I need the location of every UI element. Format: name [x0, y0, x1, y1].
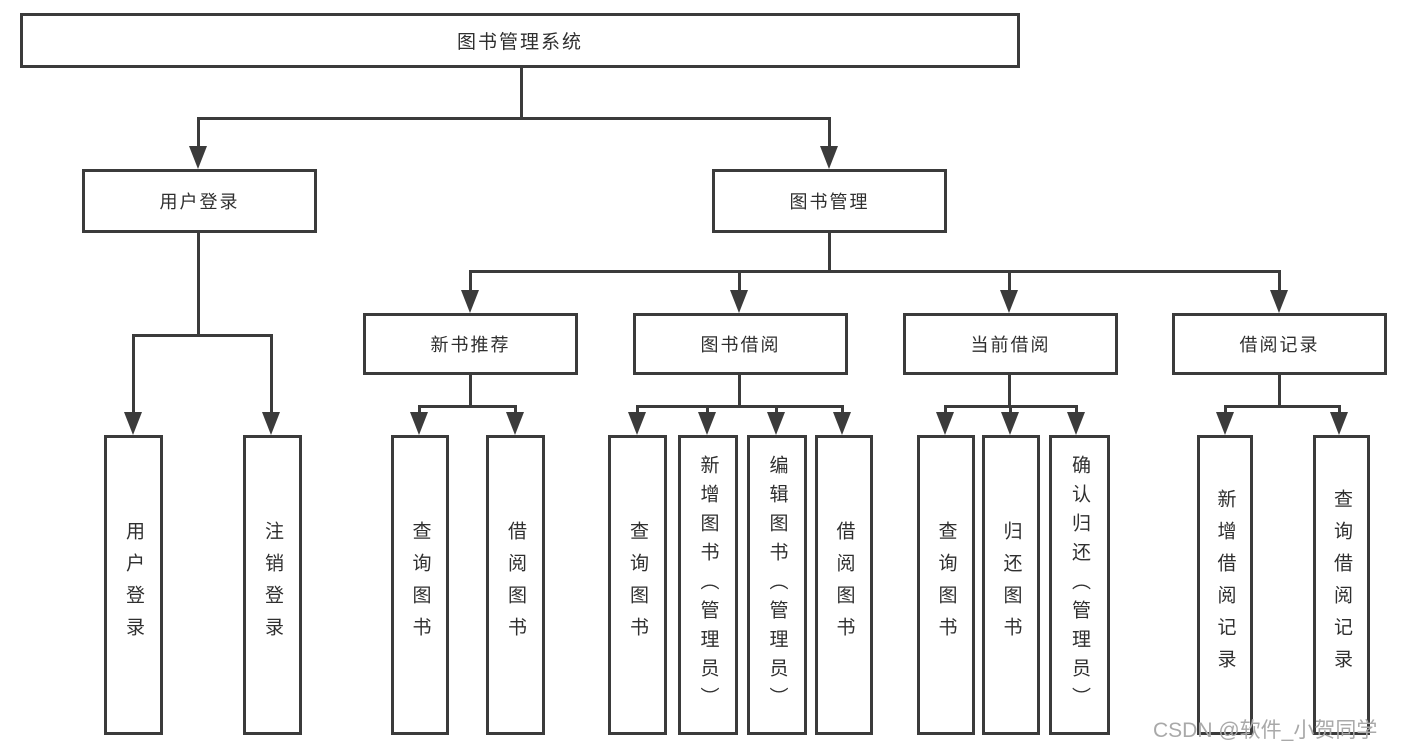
node-root: 图书管理系统	[20, 13, 1020, 68]
node-user-login-label: 用户登录	[159, 192, 240, 212]
connector-nb-query-drop	[418, 405, 421, 413]
connector-book-borrow-drop	[738, 270, 741, 291]
arrowhead-bb-borrow	[833, 412, 851, 435]
connector-cb-query-drop	[944, 405, 947, 413]
leaf-bb-edit-books-admin: 编辑图书（管理员）	[747, 435, 807, 735]
arrowhead-borrow-records	[1270, 290, 1288, 313]
connector-borrow-records-drop	[1278, 270, 1281, 291]
arrowhead-nb-borrow	[506, 412, 524, 435]
node-borrow-records-label: 借阅记录	[1239, 335, 1320, 355]
node-new-book-rec-label: 新书推荐	[430, 335, 511, 355]
arrowhead-leaf-logout	[262, 412, 280, 435]
arrowhead-cb-return	[1001, 412, 1019, 435]
leaf-bb-add-books-admin-label: 新增图书（管理员）	[697, 454, 719, 716]
connector-current-borrow-stem	[1008, 375, 1011, 408]
connector-current-borrow-drop	[1008, 270, 1011, 291]
arrowhead-bb-add	[698, 412, 716, 435]
arrowhead-bb-edit	[767, 412, 785, 435]
connector-root-stem	[520, 68, 523, 118]
leaf-user-login-label: 用户登录	[123, 521, 144, 649]
node-book-borrow: 图书借阅	[633, 313, 848, 375]
leaf-bb-add-books-admin: 新增图书（管理员）	[678, 435, 738, 735]
connector-book-borrow-stem	[738, 375, 741, 408]
node-book-borrow-label: 图书借阅	[700, 335, 781, 355]
leaf-bb-borrow-books: 借阅图书	[815, 435, 873, 735]
leaf-cb-query-books: 查询图书	[917, 435, 975, 735]
connector-bb-query-drop	[636, 405, 639, 413]
leaf-logout: 注销登录	[243, 435, 302, 735]
connector-br-query-drop	[1338, 405, 1341, 413]
leaf-br-query-record-label: 查询借阅记录	[1331, 489, 1352, 681]
connector-book-mgmt-stem	[828, 233, 831, 273]
connector-bb-add-drop	[706, 405, 709, 413]
arrowhead-user-login	[189, 146, 207, 169]
leaf-nb-borrow-books: 借阅图书	[486, 435, 545, 735]
node-borrow-records: 借阅记录	[1172, 313, 1387, 375]
connector-leaf-logout-drop	[270, 334, 273, 412]
node-new-book-rec: 新书推荐	[363, 313, 578, 375]
connector-cb-return-drop	[1009, 405, 1012, 413]
connector-user-login-stem	[197, 233, 200, 335]
leaf-bb-edit-books-admin-label: 编辑图书（管理员）	[766, 454, 788, 716]
connector-bb-borrow-drop	[841, 405, 844, 413]
arrowhead-new-book	[461, 290, 479, 313]
connector-new-book-drop	[469, 270, 472, 291]
node-root-label: 图书管理系统	[456, 32, 583, 53]
connector-leaf-login-drop	[132, 334, 135, 412]
arrowhead-br-add	[1216, 412, 1234, 435]
connector-br-add-drop	[1224, 405, 1227, 413]
node-user-login: 用户登录	[82, 169, 317, 233]
arrowhead-nb-query	[410, 412, 428, 435]
arrowhead-bb-query	[628, 412, 646, 435]
connector-user-leaves-bar	[132, 334, 273, 337]
arrowhead-leaf-login	[124, 412, 142, 435]
arrowhead-book-borrow	[730, 290, 748, 313]
connector-book-borrow-bar	[636, 405, 843, 408]
leaf-bb-query-books: 查询图书	[608, 435, 667, 735]
connector-user-login-drop	[197, 117, 200, 147]
leaf-bb-borrow-books-label: 借阅图书	[833, 521, 855, 649]
connector-book-mgmt-drop	[828, 117, 831, 147]
arrowhead-book-mgmt	[820, 146, 838, 169]
leaf-nb-borrow-books-label: 借阅图书	[505, 521, 526, 649]
arrowhead-cb-query	[936, 412, 954, 435]
node-book-mgmt: 图书管理	[712, 169, 947, 233]
node-book-mgmt-label: 图书管理	[789, 192, 870, 212]
leaf-cb-return-books-label: 归还图书	[1000, 521, 1022, 649]
leaf-nb-query-books-label: 查询图书	[409, 521, 431, 649]
leaf-br-add-record-label: 新增借阅记录	[1214, 489, 1236, 681]
leaf-bb-query-books-label: 查询图书	[627, 521, 648, 649]
leaf-cb-return-books: 归还图书	[982, 435, 1040, 735]
leaf-br-query-record: 查询借阅记录	[1313, 435, 1370, 735]
arrowhead-current-borrow	[1000, 290, 1018, 313]
connector-level2-bar	[197, 117, 831, 120]
connector-new-book-stem	[469, 375, 472, 408]
leaf-cb-query-books-label: 查询图书	[935, 521, 957, 649]
leaf-br-add-record: 新增借阅记录	[1197, 435, 1253, 735]
leaf-user-login: 用户登录	[104, 435, 163, 735]
connector-bb-edit-drop	[775, 405, 778, 413]
connector-borrow-records-bar	[1224, 405, 1341, 408]
leaf-logout-label: 注销登录	[262, 521, 283, 649]
leaf-nb-query-books: 查询图书	[391, 435, 449, 735]
node-current-borrow-label: 当前借阅	[970, 335, 1051, 355]
connector-cb-confirm-drop	[1075, 405, 1078, 413]
connector-borrow-records-stem	[1278, 375, 1281, 408]
node-current-borrow: 当前借阅	[903, 313, 1118, 375]
leaf-cb-confirm-return-admin-label: 确认归还（管理员）	[1069, 454, 1090, 716]
connector-new-book-bar	[418, 405, 517, 408]
arrowhead-cb-confirm	[1067, 412, 1085, 435]
arrowhead-br-query	[1330, 412, 1348, 435]
connector-nb-borrow-drop	[514, 405, 517, 413]
csdn-watermark: CSDN @软件_小贺同学	[1153, 719, 1378, 742]
leaf-cb-confirm-return-admin: 确认归还（管理员）	[1049, 435, 1110, 735]
connector-level3-bar	[469, 270, 1281, 273]
